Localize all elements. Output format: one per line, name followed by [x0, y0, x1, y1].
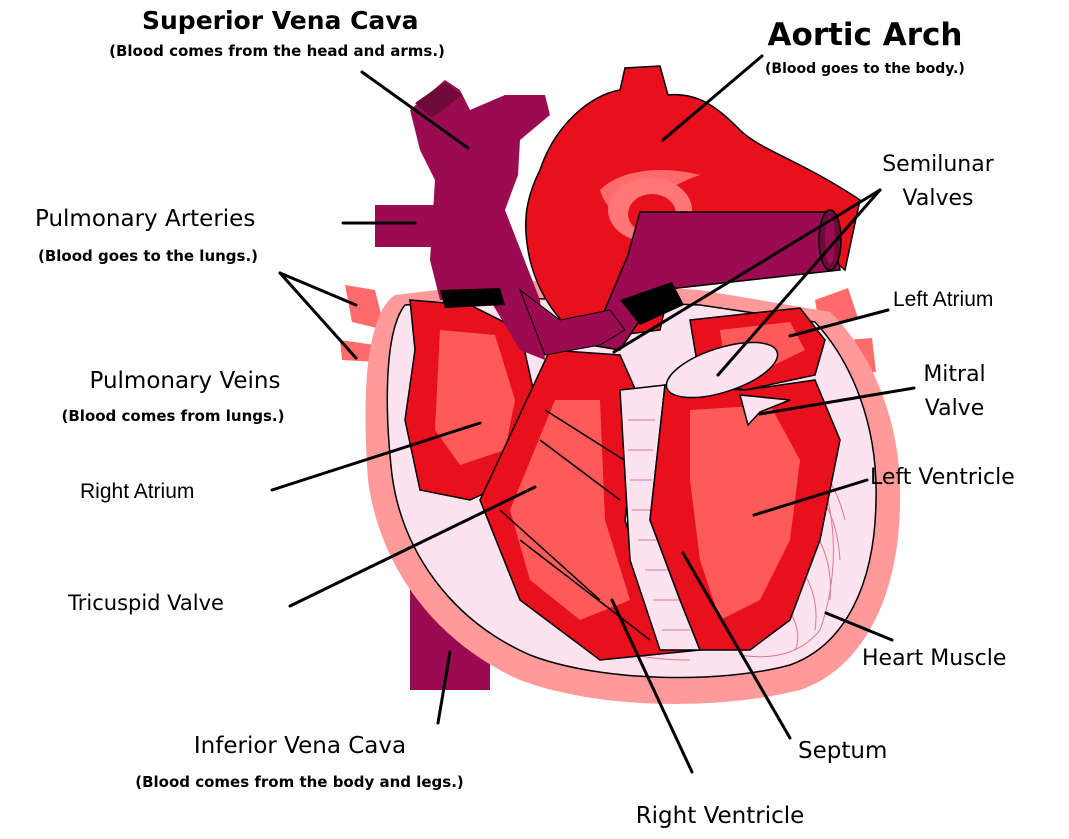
label-pulmonary-arteries: Pulmonary Arteries [35, 208, 255, 231]
label-inferior-vena-cava-sub: (Blood comes from the body and legs.) [72, 775, 527, 790]
pointer-pulm-veins-1 [280, 273, 356, 305]
label-aortic-arch-sub: (Blood goes to the body.) [765, 62, 965, 76]
label-superior-vena-cava-sub: (Blood comes from the head and arms.) [100, 44, 454, 59]
label-superior-vena-cava: Superior Vena Cava [142, 8, 412, 33]
label-tricuspid-valve: Tricuspid Valve [68, 593, 224, 614]
label-inferior-vena-cava: Inferior Vena Cava [150, 735, 450, 758]
pointer-pulm-veins-2 [280, 273, 356, 358]
label-mitral-valve-line2: Valve [912, 398, 997, 420]
label-heart-muscle: Heart Muscle [862, 648, 1006, 670]
label-semilunar-valves-line1: Semilunar [868, 154, 1008, 176]
label-septum: Septum [798, 740, 887, 763]
label-right-ventricle: Right Ventricle [600, 805, 840, 828]
label-semilunar-valves-line2: Valves [868, 188, 1008, 210]
pulmonary-artery-branch-left [375, 205, 440, 247]
label-pulmonary-arteries-sub: (Blood goes to the lungs.) [38, 249, 258, 264]
label-mitral-valve-line1: Mitral [912, 364, 997, 386]
label-aortic-arch: Aortic Arch [740, 20, 990, 51]
label-pulmonary-veins-sub: (Blood comes from lungs.) [8, 409, 338, 424]
label-pulmonary-veins: Pulmonary Veins [20, 370, 350, 393]
label-left-atrium: Left Atrium [893, 289, 993, 310]
label-left-ventricle: Left Ventricle [870, 467, 1015, 489]
label-right-atrium: Right Atrium [80, 481, 194, 502]
